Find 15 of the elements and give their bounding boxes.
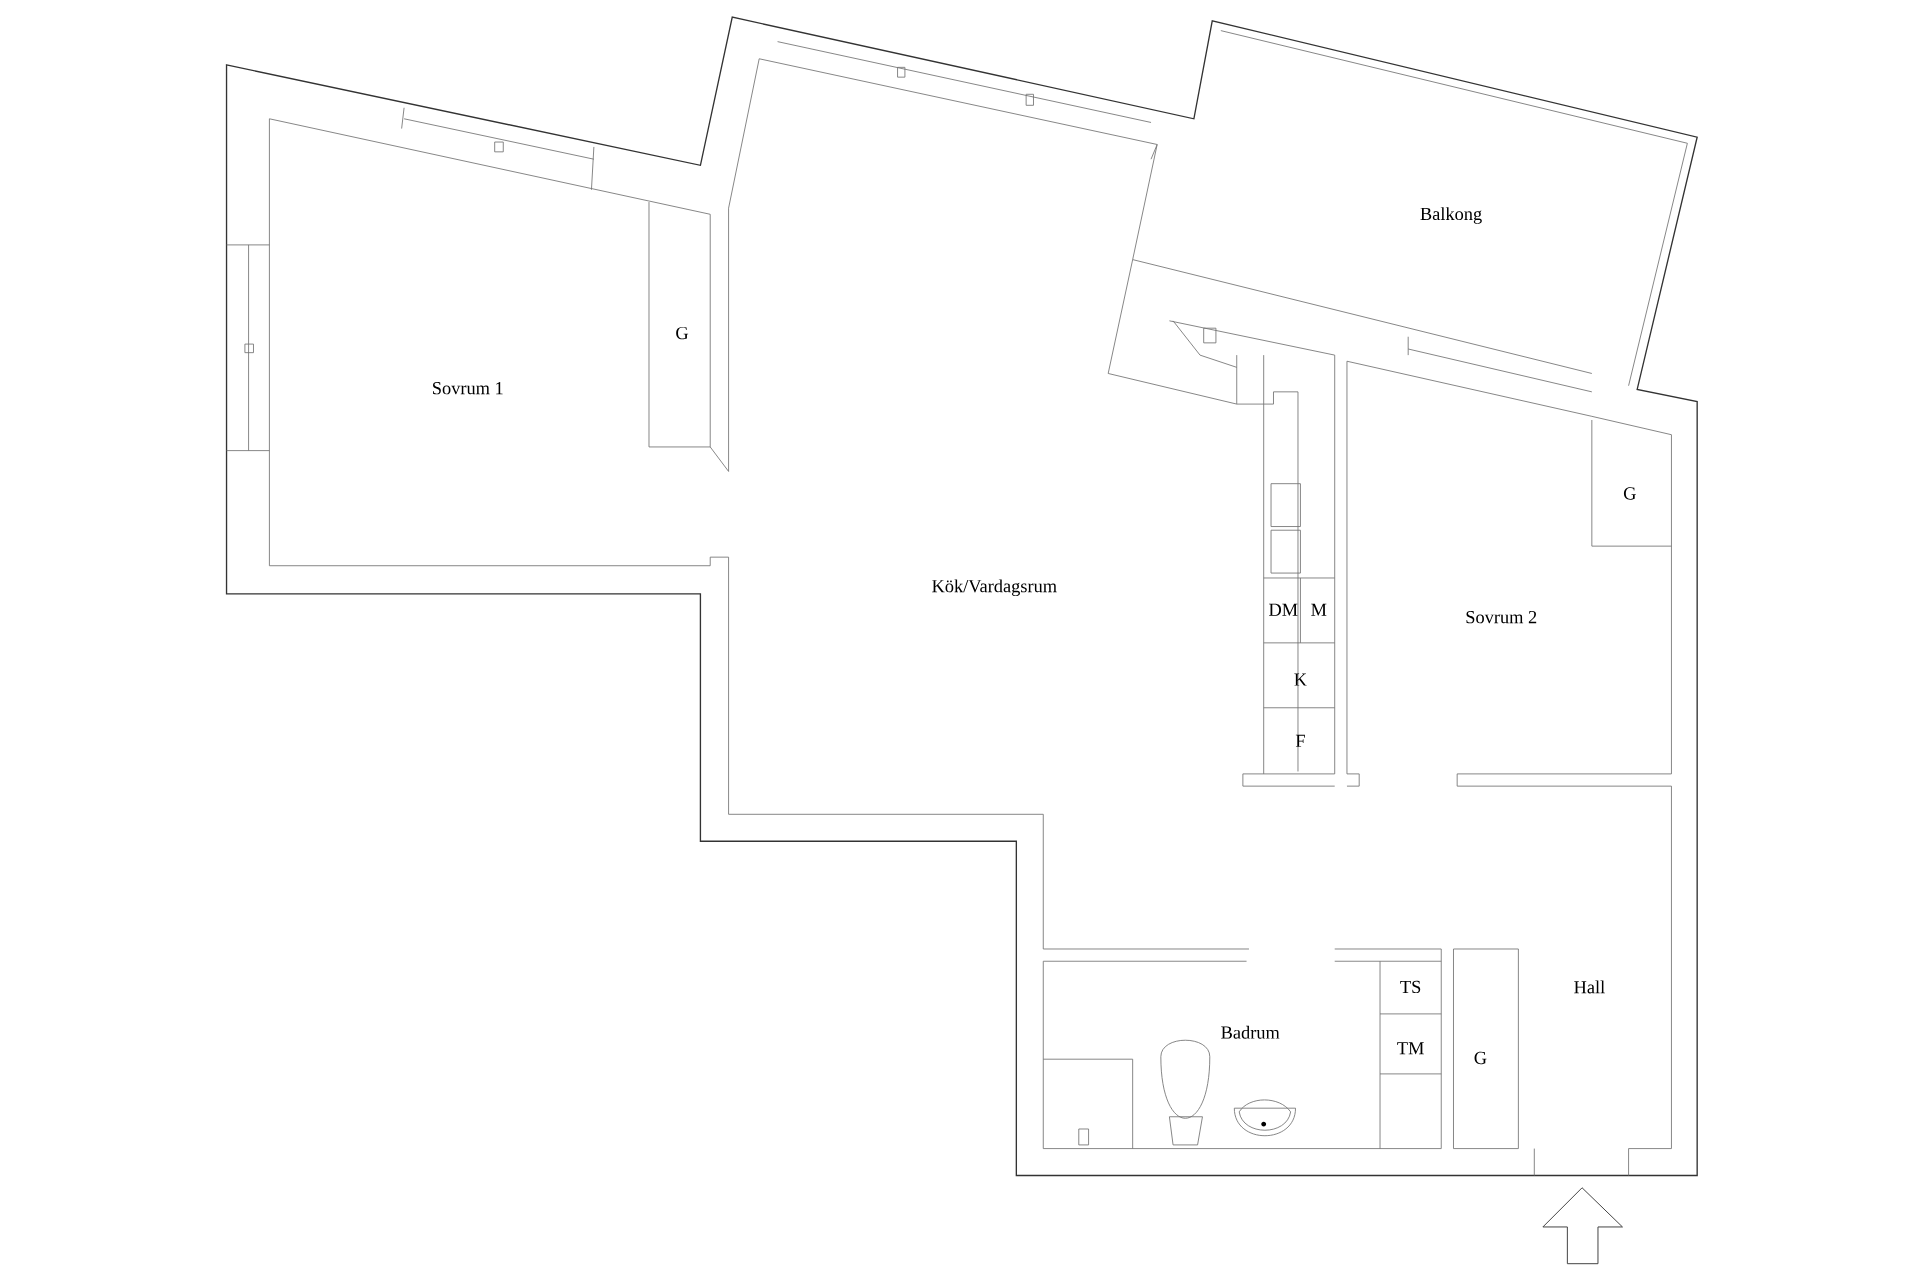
room-label: Sovrum 2 (1466, 611, 1537, 624)
appliance-label: F (1295, 735, 1305, 748)
room-label: Hall (1574, 980, 1605, 994)
closet-label: G (1474, 1052, 1487, 1065)
closet-label: G (1623, 487, 1636, 500)
room-label: Badrum (1221, 1026, 1280, 1039)
room-label: Kök/Vardagsrum (932, 579, 1057, 597)
appliance-label: TM (1397, 1042, 1424, 1055)
closet-label: G (676, 327, 689, 340)
room-label: Balkong (1420, 207, 1482, 225)
appliance-label: M (1311, 604, 1327, 616)
appliance-label: K (1294, 673, 1307, 686)
room-label: Sovrum 1 (433, 382, 503, 395)
appliance-label: DM (1269, 604, 1298, 617)
appliance-label: TS (1400, 981, 1421, 994)
